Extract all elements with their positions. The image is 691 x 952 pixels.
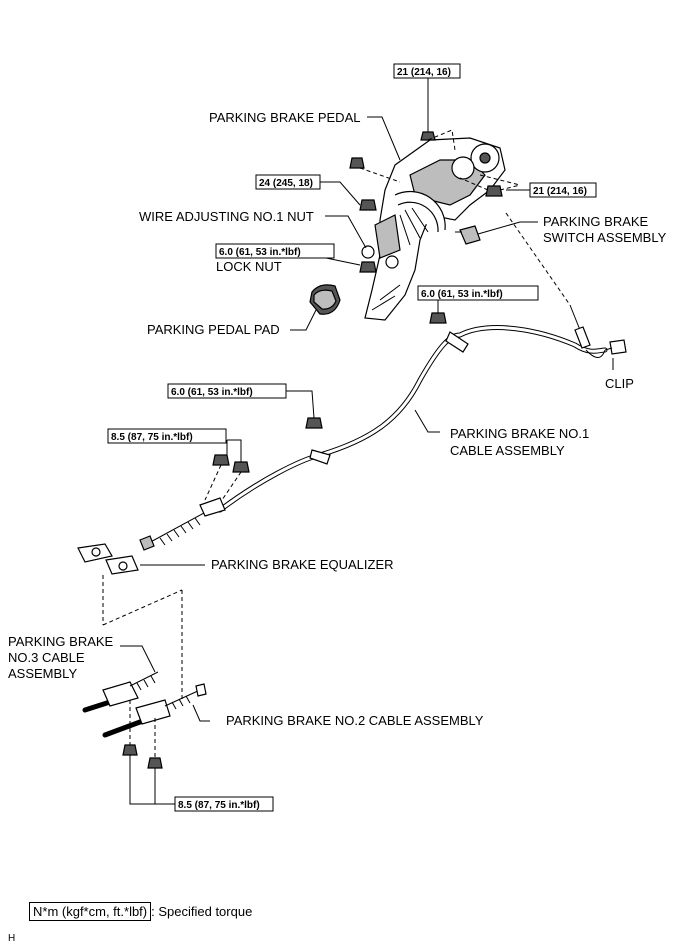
label-wire-adjusting-nut: WIRE ADJUSTING NO.1 NUT xyxy=(139,209,314,224)
label-no1-cable-line2: CABLE ASSEMBLY xyxy=(450,443,565,458)
bottom-bolts xyxy=(122,700,163,785)
parking-brake-pedal-assembly xyxy=(364,137,506,321)
torque-spec-lock-nut: 6.0 (61, 53 in.*lbf) xyxy=(215,243,335,259)
label-no3-cable-line1: PARKING BRAKE xyxy=(8,634,114,649)
torque-legend: N*m (kgf*cm, ft.*lbf) : Specified torque xyxy=(29,902,252,921)
svg-text:24 (245, 18): 24 (245, 18) xyxy=(259,178,313,189)
parking-brake-no1-cable xyxy=(217,212,627,513)
label-switch-line2: SWITCH ASSEMBLY xyxy=(543,230,667,245)
cable-nut-mid xyxy=(305,417,323,429)
legend-text: : Specified torque xyxy=(151,904,253,919)
label-switch-line1: PARKING BRAKE xyxy=(543,214,649,229)
svg-text:6.0 (61, 53 in.*lbf): 6.0 (61, 53 in.*lbf) xyxy=(421,289,503,300)
left-nut-24 xyxy=(359,199,377,211)
label-lock-nut: LOCK NUT xyxy=(216,259,282,274)
torque-spec-right-bolt: 21 (214, 16) xyxy=(529,182,597,198)
torque-spec-cable-nut-mid: 6.0 (61, 53 in.*lbf) xyxy=(167,383,287,399)
torque-spec-equalizer-nuts: 8.5 (87, 75 in.*lbf) xyxy=(107,428,227,444)
svg-text:8.5 (87, 75 in.*lbf): 8.5 (87, 75 in.*lbf) xyxy=(111,432,193,443)
equalizer-nuts xyxy=(204,454,250,501)
parking-brake-no3-cable xyxy=(82,671,159,713)
label-no2-cable: PARKING BRAKE NO.2 CABLE ASSEMBLY xyxy=(226,713,484,728)
torque-spec-cable-nut-upper: 6.0 (61, 53 in.*lbf) xyxy=(417,285,539,301)
svg-text:21 (214, 16): 21 (214, 16) xyxy=(397,67,451,78)
torque-spec-top: 21 (214, 16) xyxy=(393,63,461,100)
cable-nut-upper xyxy=(429,312,447,324)
corner-mark: H xyxy=(8,933,16,944)
label-no1-cable-line1: PARKING BRAKE NO.1 xyxy=(450,426,589,441)
svg-text:6.0 (61, 53 in.*lbf): 6.0 (61, 53 in.*lbf) xyxy=(219,247,301,258)
wire-adjusting-nut xyxy=(361,245,375,259)
parking-brake-switch-assembly xyxy=(455,225,481,245)
parking-pedal-pad xyxy=(309,284,341,315)
label-no3-cable-line2: NO.3 CABLE xyxy=(8,650,85,665)
top-bolt xyxy=(420,110,436,141)
left-bolt xyxy=(349,157,401,183)
parking-brake-equalizer xyxy=(77,543,139,575)
label-pedal-pad: PARKING PEDAL PAD xyxy=(147,322,280,337)
right-bolt xyxy=(459,177,503,197)
svg-text:6.0 (61, 53 in.*lbf): 6.0 (61, 53 in.*lbf) xyxy=(171,387,253,398)
lock-nut-part xyxy=(359,261,377,273)
label-parking-brake-pedal: PARKING BRAKE PEDAL xyxy=(209,110,360,125)
torque-spec-left-bolt: 24 (245, 18) xyxy=(255,174,321,190)
legend-unit-box: N*m (kgf*cm, ft.*lbf) xyxy=(29,902,152,921)
svg-text:8.5 (87, 75 in.*lbf): 8.5 (87, 75 in.*lbf) xyxy=(178,800,260,811)
svg-text:21 (214, 16): 21 (214, 16) xyxy=(533,186,587,197)
label-no3-cable-line3: ASSEMBLY xyxy=(8,666,77,681)
torque-spec-bottom-bolts: 8.5 (87, 75 in.*lbf) xyxy=(174,796,274,812)
label-clip: CLIP xyxy=(605,376,634,391)
label-equalizer: PARKING BRAKE EQUALIZER xyxy=(211,557,394,572)
parking-brake-no2-cable xyxy=(102,683,207,738)
adjusting-rod xyxy=(139,497,226,551)
